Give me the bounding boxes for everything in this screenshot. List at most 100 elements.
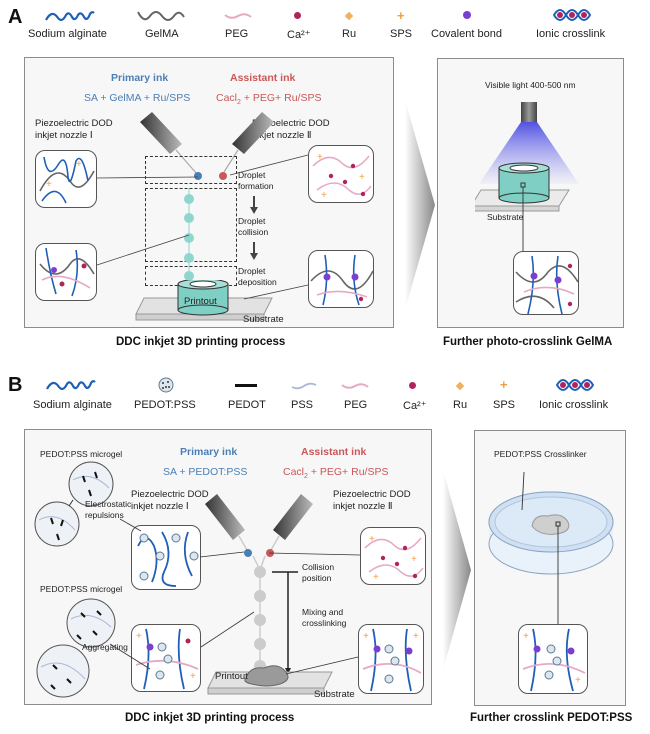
mixing-label: Mixing and crosslinking [302, 607, 346, 629]
legend-label: Sodium alginate [33, 399, 112, 411]
crosslinked-pedot-inset: ++ [518, 624, 588, 694]
nozzle-1-icon [205, 494, 245, 540]
nozzle-1-label: Piezoelectric DOD inkjet nozzle Ⅰ [35, 118, 113, 142]
process-caption-b: DDC inkjet 3D printing process [125, 712, 295, 724]
assistant-ink-post: + PEG+ Ru/SPS [240, 92, 322, 104]
printout-label-a: Printout [184, 296, 217, 307]
process-caption-a: DDC inkjet 3D printing process [116, 336, 286, 348]
svg-text:+: + [136, 631, 142, 642]
nozzle-2-icon [232, 112, 274, 154]
ionic-crosslink-icon [553, 6, 593, 24]
substrate-a [132, 280, 282, 325]
legend-label: Covalent bond [431, 28, 502, 40]
primary-ink-title: Primary ink [111, 72, 169, 84]
step-line: formation [238, 181, 274, 191]
nozzle-1-line2: inkjet nozzle Ⅰ [35, 130, 93, 141]
repulsion-line: repulsions [85, 510, 124, 520]
ionic-crosslink-icon [556, 376, 596, 394]
legend-label: PEG [225, 28, 249, 40]
calcium-ion-icon [409, 382, 416, 389]
svg-text:+: + [317, 152, 323, 163]
covalent-bond-icon [463, 11, 471, 19]
svg-text:+: + [46, 179, 52, 190]
collision-bracket [272, 570, 302, 680]
legend-label: Ionic crosslink [539, 399, 609, 411]
svg-text:+: + [413, 631, 419, 642]
primary-ink-components: SA + GelMA + Ru/SPS [84, 92, 191, 104]
pedot-icon [235, 384, 257, 387]
nozzle-1-icon [140, 112, 182, 154]
assistant-ink-pre: Cacl [283, 466, 305, 478]
step-line: collision [238, 227, 269, 237]
legend-label: Ru [453, 399, 468, 411]
peg-icon [340, 381, 370, 391]
pedot-crosslink-caption: Further crosslink PEDOT:PSS [470, 712, 633, 724]
mixing-line: Mixing and [302, 607, 344, 617]
sodium-alginate-icon [45, 378, 97, 392]
svg-text:+: + [321, 190, 327, 201]
svg-text:+: + [523, 631, 529, 642]
assistant-ink-title: Assistant ink [230, 72, 296, 84]
leader-lines-b [24, 429, 432, 705]
microgel-aggregate-icon [33, 595, 123, 705]
microgel-repulsion-icon [33, 460, 123, 550]
assistant-ink-sub: 2 [304, 473, 308, 481]
substrate-label-b: Substrate [314, 689, 355, 700]
nozzle-2-icon [273, 494, 313, 540]
assistant-droplet [219, 172, 227, 180]
sps-icon: + [397, 8, 405, 23]
sps-icon: + [500, 377, 508, 392]
primary-ink-title-b: Primary ink [180, 446, 238, 458]
svg-text:+: + [76, 159, 82, 170]
assistant-ink-post: + PEG+ Ru/SPS [307, 466, 389, 478]
nozzle-1-label-b: Piezoelectric DOD inkjet nozzle Ⅰ [131, 489, 209, 513]
arrow-down-icon [250, 196, 258, 214]
collision-label: Collision position [302, 562, 334, 584]
legend-label: PEDOT:PSS [134, 399, 196, 411]
collision-line: position [302, 573, 332, 583]
assistant-ink-inset-b: +++ [360, 527, 426, 585]
step-deposition: Droplet deposition [238, 266, 277, 288]
chevron-right-icon [443, 470, 473, 670]
legend-label: PEG [344, 399, 368, 411]
svg-text:+: + [363, 631, 369, 642]
assistant-ink-components: Cacl2 + PEG+ Ru/SPS [216, 92, 321, 106]
printout-label-b: Printout [215, 671, 248, 682]
photo-crosslink-caption: Further photo-crosslink GelMA [443, 336, 613, 348]
substrate-label-post-a: Substrate [487, 212, 524, 222]
legend-label: PEDOT [228, 399, 266, 411]
legend-label: GelMA [145, 28, 179, 40]
svg-text:+: + [359, 172, 365, 183]
step-formation: Droplet formation [238, 170, 273, 192]
assistant-ink-sub: 2 [237, 99, 241, 107]
repulsion-line: Electrostatic [85, 499, 132, 509]
primary-droplet [194, 172, 202, 180]
nozzle-1-line2: inkjet nozzle Ⅰ [131, 501, 189, 512]
step-line: deposition [238, 277, 277, 287]
crosslinked-gelma-inset [513, 251, 579, 315]
collision-line: Collision [302, 562, 335, 572]
svg-text:+: + [575, 675, 581, 686]
legend-label: Ca²⁺ [287, 29, 311, 41]
assistant-ink-pre: Cacl [216, 92, 238, 104]
calcium-ion-icon [294, 12, 301, 19]
nozzle-2-line1: Piezoelectric DOD [252, 118, 330, 129]
legend-label: Ca²⁺ [403, 400, 427, 412]
step-collision: Droplet collision [238, 216, 268, 238]
pss-icon [290, 381, 318, 391]
nozzle-assembly-a [140, 110, 300, 190]
aggregating-label: Aggregating [82, 642, 128, 652]
repulsion-label: Electrostatic repulsions [85, 499, 131, 521]
nozzle-2-line2: inkjet nozzle Ⅱ [252, 130, 312, 141]
chevron-right-icon [405, 100, 437, 310]
petri-dish-icon [486, 460, 616, 625]
nozzle-1-line1: Piezoelectric DOD [35, 118, 113, 129]
ru-icon [455, 381, 465, 391]
step-line: Droplet [238, 216, 266, 226]
primary-ink-pedot-inset [131, 525, 201, 590]
legend-label: SPS [390, 28, 413, 40]
primary-ink-components-b: SA + PEDOT:PSS [163, 466, 248, 478]
microgel-label-2: PEDOT:PSS microgel [40, 584, 123, 594]
microgel-label-1: PEDOT:PSS microgel [40, 449, 123, 459]
step-line: Droplet [238, 170, 266, 180]
